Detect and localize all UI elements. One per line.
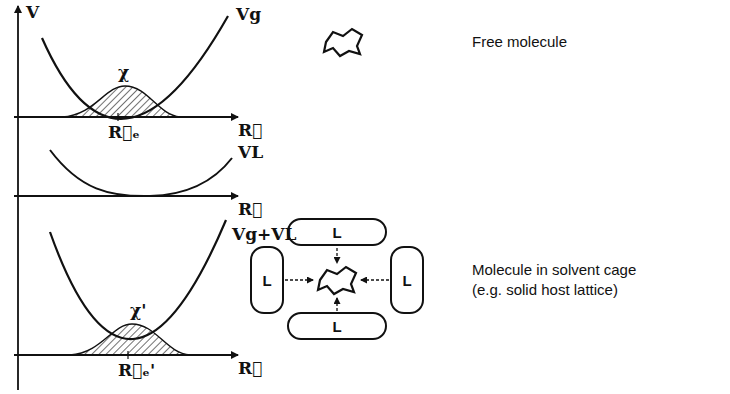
- curve-label: Vg: [236, 6, 261, 23]
- caption-text: (e.g. solid host lattice): [472, 282, 618, 297]
- wavefunction-label: χ': [130, 302, 146, 319]
- axis-label: R⃗: [238, 122, 262, 139]
- ligand-box: L: [287, 218, 387, 246]
- ligand-label: L: [262, 272, 271, 289]
- curve-label: VL: [238, 144, 263, 161]
- curve-label: Vg+VL: [232, 226, 296, 243]
- ligand-box: L: [250, 246, 284, 314]
- ligand-label: L: [332, 318, 341, 335]
- caption-text: Free molecule: [472, 34, 567, 49]
- ligand-box: L: [390, 246, 424, 314]
- axis-label: V: [26, 4, 39, 21]
- ligand-label: L: [332, 224, 341, 241]
- wavefunction-label: χ: [118, 64, 129, 81]
- equilibrium-label: R⃗ₑ': [118, 362, 155, 379]
- ligand-box: L: [287, 312, 387, 340]
- axis-label: R⃗: [238, 201, 262, 218]
- equilibrium-label: R⃗ₑ: [108, 124, 140, 141]
- ligand-label: L: [402, 272, 411, 289]
- caption-text: Molecule in solvent cage: [472, 262, 636, 277]
- axis-label: R⃗: [238, 360, 262, 377]
